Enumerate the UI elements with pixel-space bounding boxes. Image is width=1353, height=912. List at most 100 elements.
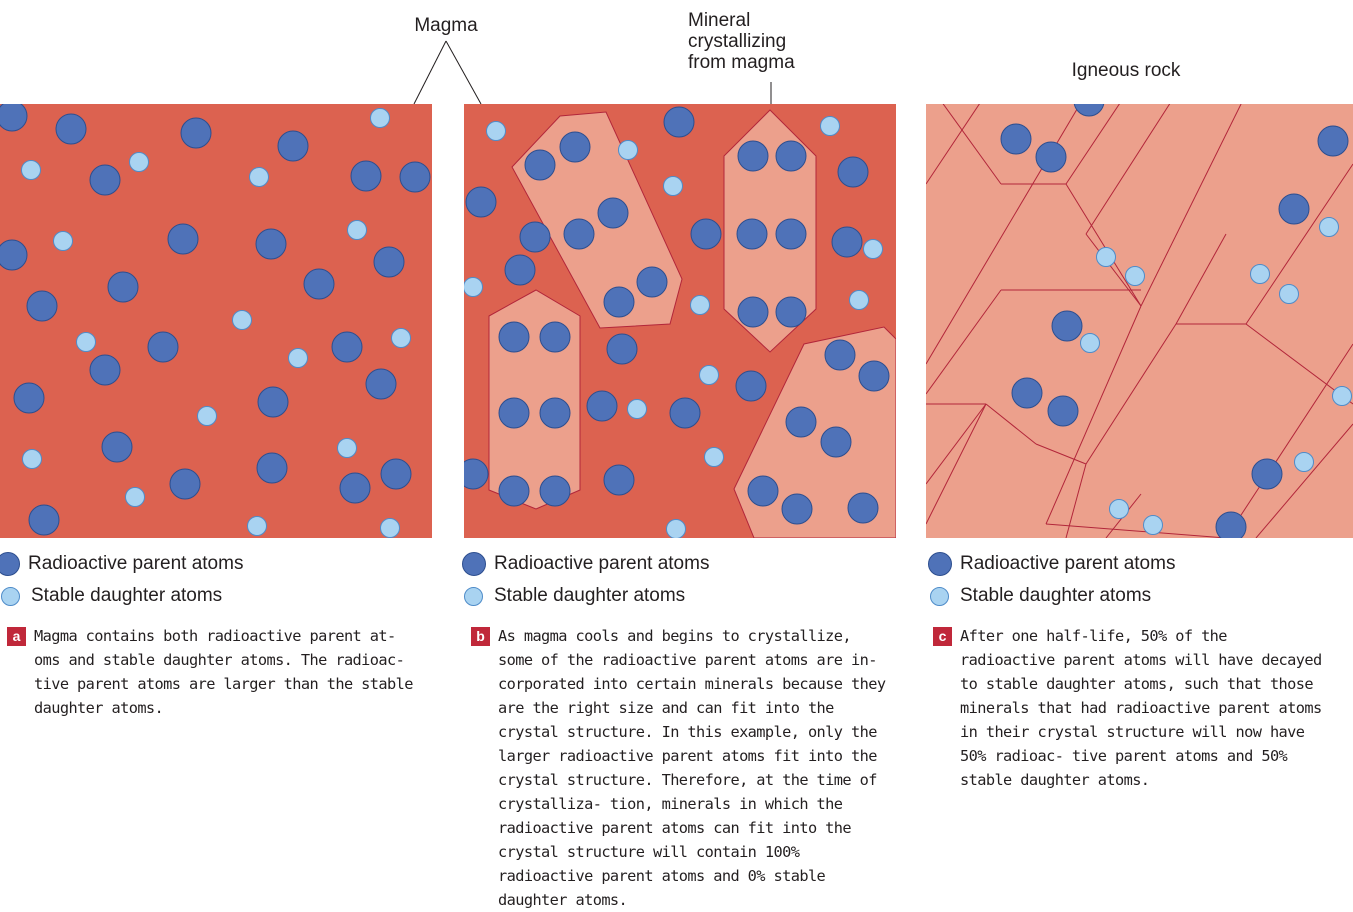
mineral-crystal [488, 289, 581, 510]
legend-a-parent: Radioactive parent atoms [0, 552, 243, 576]
daughter-atom [663, 176, 683, 196]
parent-atom [26, 290, 58, 322]
parent-atom [563, 218, 595, 250]
parent-atom [303, 268, 335, 300]
daughter-atom [337, 438, 357, 458]
daughter-atom [627, 399, 647, 419]
daughter-atom [125, 487, 145, 507]
parent-atom [847, 492, 879, 524]
crystallizing-illustration [464, 104, 896, 538]
parent-atom [519, 221, 551, 253]
daughter-atom [486, 121, 506, 141]
parent-atom [1317, 125, 1349, 157]
parent-atom [399, 161, 431, 193]
parent-atom [663, 106, 695, 138]
parent-atom [107, 271, 139, 303]
parent-atom [180, 117, 212, 149]
daughter-atom [197, 406, 217, 426]
daughter-atom [21, 160, 41, 180]
mineral-label: Mineral crystallizing from magma [688, 10, 838, 73]
caption-b-text: As magma cools and begins to crystallize… [498, 627, 886, 909]
parent-atom [101, 431, 133, 463]
crystal-boundary [1245, 163, 1353, 325]
parent-atom [1073, 104, 1105, 117]
crystal-boundary [1085, 104, 1171, 235]
daughter-atom [391, 328, 411, 348]
daughter-atom [76, 332, 96, 352]
caption-b: b As magma cools and begins to crystalli… [471, 624, 890, 912]
parent-atom [1047, 395, 1079, 427]
caption-badge-c: c [933, 627, 952, 646]
daughter-atom [849, 290, 869, 310]
caption-c: c After one half-life, 50% of the radioa… [933, 624, 1330, 792]
crystal-boundary [1065, 183, 1142, 307]
parent-atom [735, 370, 767, 402]
parent-atom [736, 218, 768, 250]
daughter-atom [380, 518, 400, 538]
daughter-atom [863, 239, 883, 259]
parent-atom [737, 296, 769, 328]
parent-atom [603, 286, 635, 318]
parent-atom [858, 360, 890, 392]
legend-b-parent: Radioactive parent atoms [462, 552, 709, 576]
legend-parent-label: Radioactive parent atoms [494, 553, 710, 574]
crystal-boundary [926, 289, 1002, 395]
parent-atom [690, 218, 722, 250]
daughter-atom [1109, 499, 1129, 519]
parent-atom [539, 397, 571, 429]
daughter-atom [1096, 247, 1116, 267]
parent-atom [1278, 193, 1310, 225]
parent-atom [669, 397, 701, 429]
parent-atom [257, 386, 289, 418]
daughter-atom [247, 516, 267, 536]
crystal-boundary [926, 403, 987, 485]
parent-atom [89, 164, 121, 196]
daughter-atom [1250, 264, 1270, 284]
crystal-boundary [1035, 443, 1087, 465]
magma-illustration [0, 104, 432, 538]
daughter-atom [464, 277, 483, 297]
legend-daughter-label: Stable daughter atoms [494, 585, 686, 606]
daughter-atom [370, 108, 390, 128]
caption-badge-b: b [471, 627, 490, 646]
crystal-boundary [985, 403, 1037, 445]
daughter-atom-icon [1, 586, 20, 606]
parent-atom-icon [462, 552, 486, 576]
igneous-rock-label: Igneous rock [1071, 60, 1181, 81]
daughter-atom-icon [464, 586, 483, 606]
parent-atom [255, 228, 287, 260]
daughter-atom [699, 365, 719, 385]
parent-atom [1215, 511, 1247, 538]
crystal-boundary [1140, 104, 1242, 307]
daughter-atom-icon [930, 586, 949, 606]
daughter-atom [1332, 386, 1352, 406]
parent-atom [837, 156, 869, 188]
caption-c-text: After one half-life, 50% of the radioact… [960, 627, 1322, 789]
panel-b-crystallizing [464, 104, 896, 538]
daughter-atom [666, 519, 686, 538]
parent-atom [775, 218, 807, 250]
crystal-boundary [1065, 104, 1120, 185]
parent-atom [498, 475, 530, 507]
parent-atom [603, 464, 635, 496]
caption-badge-a: a [7, 627, 26, 646]
daughter-atom [53, 231, 73, 251]
crystal-boundary [1175, 233, 1227, 325]
daughter-atom [129, 152, 149, 172]
daughter-atom [347, 220, 367, 240]
parent-atom [169, 468, 201, 500]
crystal-boundary [1045, 305, 1142, 525]
parent-atom [775, 140, 807, 172]
parent-atom [824, 339, 856, 371]
parent-atom [365, 368, 397, 400]
daughter-atom [1319, 217, 1339, 237]
daughter-atom [690, 295, 710, 315]
crystal-boundary [1085, 323, 1177, 465]
crystal-boundary [926, 104, 980, 185]
parent-atom [747, 475, 779, 507]
parent-atom-icon [0, 552, 20, 576]
panel-c-igneous-rock [926, 104, 1353, 538]
parent-atom [524, 149, 556, 181]
parent-atom [0, 239, 28, 271]
parent-atom [831, 226, 863, 258]
